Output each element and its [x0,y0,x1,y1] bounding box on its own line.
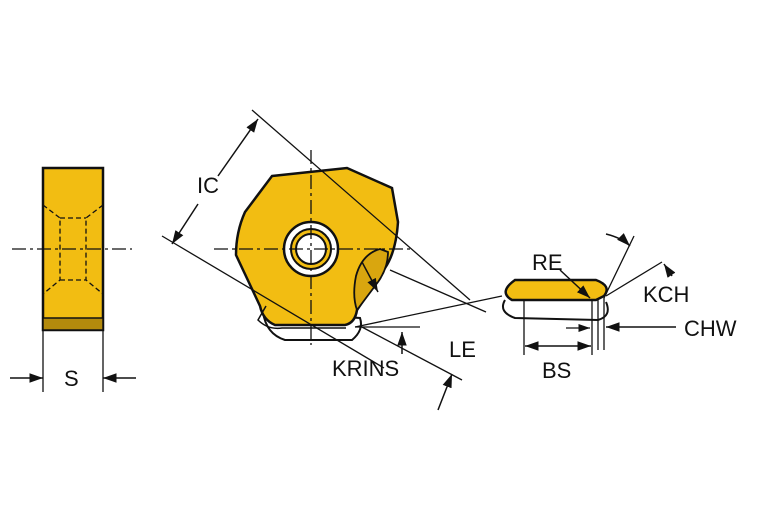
top-view: IC LE KRINS [161,109,503,411]
kch-reference-line-2 [605,261,663,297]
krins-reference-line [354,295,503,328]
le-arrow-lower [437,373,453,411]
le-extension-upper [389,269,487,313]
label-ic: IC [197,173,219,198]
ic-dimension-line [217,118,259,177]
detail-insert-edge [504,278,608,302]
label-bs: BS [542,358,571,383]
detail-view: RE BS CHW KCH [502,233,737,383]
le-arrow-upper [361,261,379,293]
ic-extension-upper [251,109,471,301]
top-view-edge-highlight [257,305,346,330]
label-s: S [64,366,79,391]
label-chw: CHW [684,316,737,341]
kch-arrow [663,263,676,278]
side-view: S [10,166,136,392]
label-re: RE [532,250,563,275]
le-extension-lower [359,325,463,381]
side-view-bottom-edge [42,317,104,331]
ic-dimension-line-lower [171,203,199,245]
side-view-hole-outline [42,204,104,295]
ic-extension-lower [161,235,385,369]
label-krins: KRINS [332,356,399,381]
kch-arc-upper [605,233,631,247]
detail-lower-outline [502,299,609,322]
label-le: LE [449,337,476,362]
re-leader [559,269,591,299]
label-kch: KCH [643,282,689,307]
kch-reference-line [603,235,635,299]
